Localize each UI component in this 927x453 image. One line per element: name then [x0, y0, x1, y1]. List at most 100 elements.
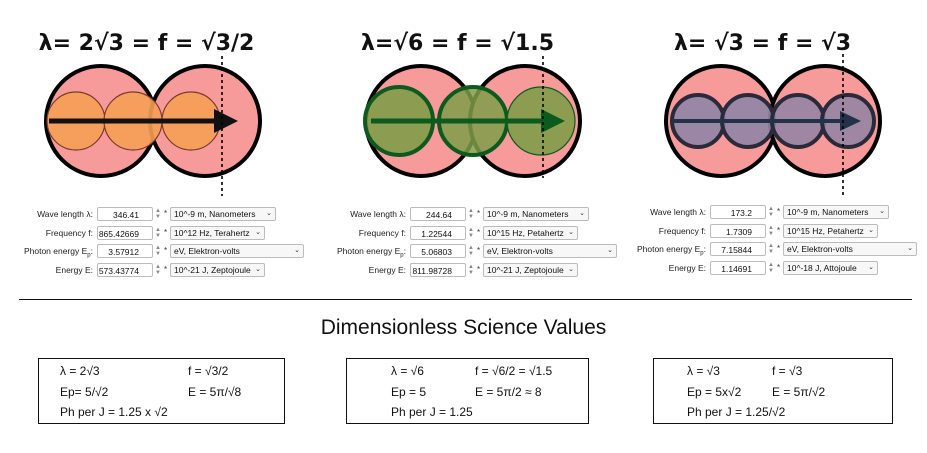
energy-value: E = 5π/2 ≈ 8	[475, 385, 542, 399]
energy-input[interactable]: 573.43774	[97, 262, 153, 277]
wavelength-unit-select[interactable]: 10^-9 m, Nanometers ⌄	[783, 205, 889, 219]
spinner-icon[interactable]: ▲▼	[155, 245, 161, 257]
spinner-icon[interactable]: ▲▼	[155, 226, 161, 239]
frequency-input[interactable]: 1.22544	[410, 225, 466, 240]
panel-title: λ= √3 = f = √3	[673, 31, 852, 56]
value-box-3: λ = √3 f = √3 Ep = 5x√2 E = 5π/√2 Ph per…	[653, 358, 893, 424]
chevron-down-icon: ⌄	[568, 265, 574, 273]
wavelength-input[interactable]: 173.2	[710, 205, 766, 219]
label-end: :	[403, 246, 406, 256]
spinner-icon[interactable]: ▲▼	[468, 208, 474, 220]
panel-title: λ=√6 = f = √1.5	[360, 31, 555, 56]
frequency-value: f = √3	[772, 364, 803, 378]
wavelength-input[interactable]: 346.41	[97, 207, 153, 221]
multiply-symbol: *	[164, 264, 168, 274]
panel-1: λ= 2√3 = f = √3/2 Wave length λ: 346.41 …	[0, 0, 309, 290]
multiply-symbol: *	[477, 209, 481, 218]
photons-per-joule-value: Ph per J = 1.25 x √2	[60, 405, 168, 419]
spinner-icon[interactable]: ▲▼	[468, 263, 474, 276]
photon-energy-unit-select[interactable]: eV, Elektron-volts ⌄	[783, 242, 917, 256]
energy-value: E = 5π/√2	[772, 385, 826, 399]
multiply-symbol: *	[477, 227, 481, 237]
frequency-input[interactable]: 1.7309	[710, 223, 766, 238]
wave-diagram	[44, 56, 262, 196]
spinner-icon[interactable]: ▲▼	[155, 208, 161, 220]
label-end: :	[90, 246, 93, 256]
unit-value: 10^12 Hz, Terahertz	[174, 227, 250, 238]
spinner-icon[interactable]: ▲▼	[768, 224, 774, 237]
energy-value: E = 5π/√8	[188, 385, 242, 399]
lambda-value: λ = 2√3	[60, 364, 100, 378]
photon-energy-input[interactable]: 3.57912	[97, 244, 153, 258]
panel-title: λ= 2√3 = f = √3/2	[38, 31, 255, 56]
unit-value: eV, Elektron-volts	[487, 246, 553, 256]
frequency-unit-select[interactable]: 10^12 Hz, Terahertz ⌄	[170, 225, 265, 240]
photon-energy-unit-select[interactable]: eV, Elektron-volts ⌄	[170, 244, 304, 258]
frequency-label: Frequency f:	[358, 227, 406, 238]
unit-value: 10^-9 m, Nanometers	[174, 209, 256, 219]
frequency-unit-select[interactable]: 10^15 Hz, Petahertz⌄	[783, 223, 878, 238]
spinner-icon[interactable]: ▲▼	[468, 245, 474, 257]
unit-value: 10^-9 m, Nanometers	[487, 209, 569, 219]
wave-diagram	[363, 56, 582, 178]
wave-diagram	[664, 54, 882, 196]
energy-unit-select[interactable]: 10^-21 J, Zeptojoule⌄	[483, 262, 578, 277]
section-title: Dimensionless Science Values	[320, 316, 607, 339]
photon-energy-label: Photon energy Ep:	[24, 246, 93, 259]
multiply-symbol: *	[164, 227, 168, 237]
unit-value: eV, Elektron-volts	[787, 244, 853, 254]
frequency-input[interactable]: 865.42669	[97, 225, 153, 240]
photon-energy-label: Photon energy Ep:	[337, 246, 406, 259]
label-sub: p	[700, 250, 704, 257]
chevron-down-icon: ⌄	[255, 228, 261, 236]
energy-input[interactable]: 1.14691	[710, 260, 766, 275]
photon-energy-unit-select[interactable]: eV, Elektron-volts⌄	[483, 244, 617, 258]
frequency-value: f = √3/2	[188, 364, 229, 378]
arrow-head	[840, 111, 861, 131]
wavelength-label: Wave length λ:	[37, 209, 93, 219]
energy-unit-select[interactable]: 10^-21 J, Zeptojoule⌄	[170, 262, 265, 277]
arrow-head	[541, 109, 565, 133]
unit-value: eV, Elektron-volts	[174, 246, 240, 256]
spinner-icon[interactable]: ▲▼	[768, 206, 774, 218]
multiply-symbol: *	[777, 244, 781, 253]
spinner-icon[interactable]: ▲▼	[768, 261, 774, 274]
photon-energy-value: Ep = 5x√2	[687, 385, 742, 399]
chevron-down-icon: ⌄	[255, 265, 261, 273]
wavelength-label: Wave length λ:	[350, 209, 406, 219]
chevron-down-icon: ⌄	[568, 228, 574, 236]
frequency-label: Frequency f:	[658, 225, 706, 236]
wavelength-input[interactable]: 244.64	[410, 207, 466, 221]
frequency-label: Frequency f:	[45, 227, 93, 238]
multiply-symbol: *	[164, 246, 168, 255]
chevron-down-icon: ⌄	[879, 208, 885, 215]
photon-energy-label: Photon energy Ep:	[637, 244, 706, 257]
multiply-symbol: *	[477, 246, 481, 255]
lambda-value: λ = √3	[687, 364, 720, 378]
unit-value: 10^15 Hz, Petahertz	[487, 227, 564, 238]
energy-unit-select[interactable]: 10^-18 J, Attojoule⌄	[783, 260, 878, 275]
chevron-down-icon: ⌄	[294, 247, 300, 254]
chevron-down-icon: ⌄	[579, 210, 585, 217]
multiply-symbol: *	[777, 225, 781, 235]
frequency-value: f = √6/2 = √1.5	[475, 364, 553, 378]
frequency-unit-select[interactable]: 10^15 Hz, Petahertz ⌄	[483, 225, 578, 240]
spinner-icon[interactable]: ▲▼	[155, 263, 161, 276]
unit-value: 10^15 Hz, Petahertz	[787, 225, 864, 236]
unit-value: 10^-9 m, Nanometers	[787, 207, 869, 217]
photon-energy-input[interactable]: 5.06803	[410, 244, 466, 258]
photon-energy-value: Ep = 5	[391, 385, 427, 399]
chevron-down-icon: ⌄	[868, 263, 874, 271]
label-text: Photon energy E	[636, 244, 701, 254]
wavelength-unit-select[interactable]: 10^-9 m, Nanometers ⌄	[483, 207, 589, 221]
wavelength-unit-select[interactable]: 10^-9 m, Nanometers⌄	[170, 207, 276, 221]
panel-3: λ= √3 = f = √3 Wave length λ: 173.2 ▲▼ *…	[618, 0, 927, 290]
multiply-symbol: *	[477, 264, 481, 274]
energy-input[interactable]: 811.98728	[410, 262, 466, 277]
photon-energy-input[interactable]: 7.15844	[710, 242, 766, 256]
multiply-symbol: *	[777, 207, 781, 216]
chevron-down-icon: ⌄	[907, 245, 913, 252]
spinner-icon[interactable]: ▲▼	[468, 226, 474, 239]
panel-2: λ=√6 = f = √1.5 Wave length λ: 244.64 ▲▼…	[309, 0, 618, 290]
spinner-icon[interactable]: ▲▼	[768, 243, 774, 255]
